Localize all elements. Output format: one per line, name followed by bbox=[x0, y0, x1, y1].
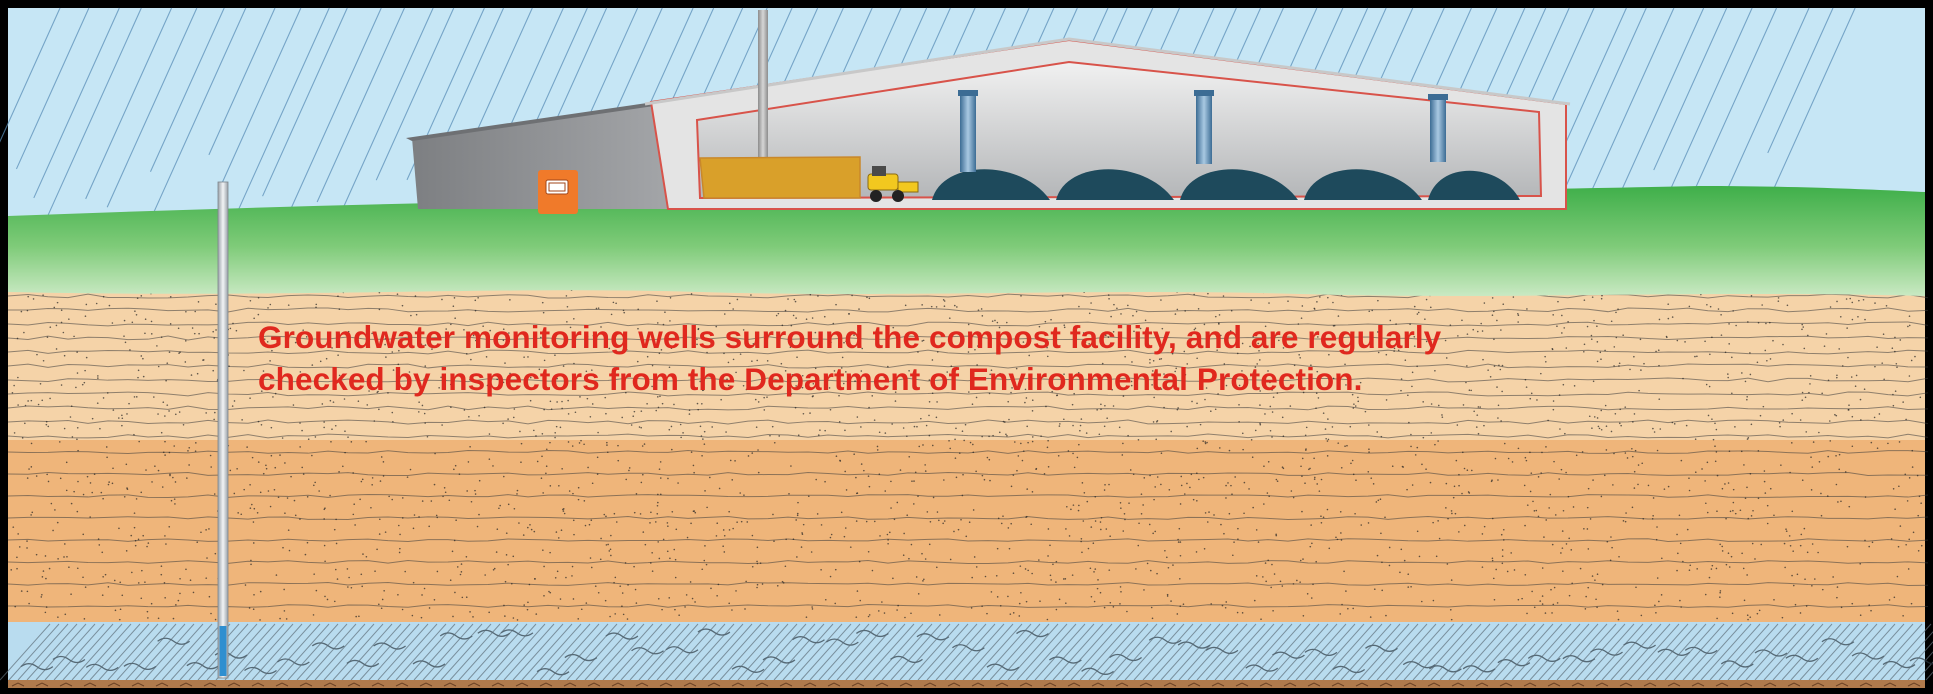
water-table-hatch bbox=[0, 623, 1933, 681]
monitoring-well-icon bbox=[217, 181, 229, 679]
building-left-wing bbox=[412, 102, 668, 209]
vent-pipe bbox=[960, 92, 976, 172]
vent-pipe bbox=[1430, 96, 1446, 162]
vent-pipe bbox=[1196, 92, 1212, 164]
storage-tank-icon bbox=[538, 170, 578, 214]
grass-hill bbox=[8, 186, 1925, 296]
compost-piles bbox=[932, 169, 1520, 200]
compost-facility bbox=[406, 10, 1571, 214]
well-water bbox=[219, 626, 227, 676]
water-table bbox=[8, 622, 1925, 684]
soil-texture bbox=[7, 289, 1929, 621]
compost-pile bbox=[1056, 169, 1174, 200]
compost-pile bbox=[932, 169, 1050, 200]
compost-pile bbox=[1428, 170, 1520, 200]
front-loader-icon bbox=[867, 166, 919, 202]
soil-layer-lower bbox=[8, 440, 1925, 622]
bedrock bbox=[8, 680, 1925, 688]
storage-bin bbox=[699, 156, 861, 199]
compost-pile bbox=[1180, 169, 1298, 200]
compost-pile bbox=[1304, 169, 1422, 200]
building-interior bbox=[695, 60, 1543, 200]
exhaust-stack bbox=[758, 10, 768, 158]
well-casing bbox=[217, 181, 229, 679]
soil-layer-upper bbox=[8, 280, 1925, 442]
